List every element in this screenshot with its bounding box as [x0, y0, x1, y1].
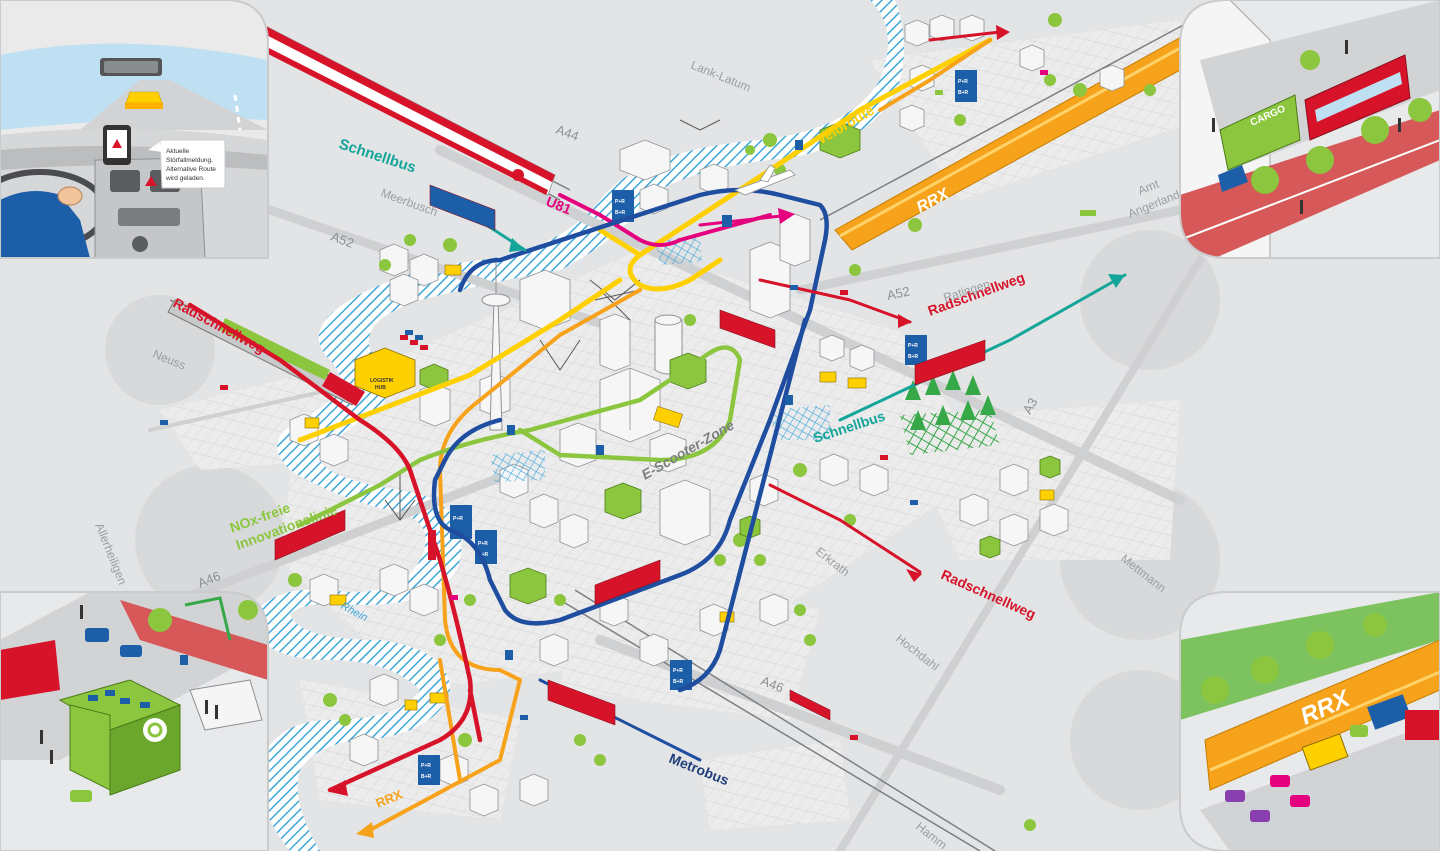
station-icons [428, 140, 803, 660]
park-ride-hubs: P+R B+R P+R B+R P+R B+R P+R P+R B+R P+R … [418, 70, 977, 785]
route-lines [187, 30, 1127, 832]
inset-car-dashboard: Aktuelle Störfallmeldung. Alternative Ro… [0, 0, 269, 259]
green-nox-route [297, 345, 743, 528]
popup-line-2: Störfallmeldung. [166, 157, 213, 164]
a44-label: A44 [554, 122, 581, 144]
pedestrians-bl [40, 605, 218, 764]
highway-labels: A44 A52 A52 A46 A46 A3 [196, 122, 1041, 696]
cars [160, 70, 1096, 740]
bus-inset-bl [0, 640, 60, 700]
pr-hub-center-pr2: P+R [478, 541, 488, 547]
pr-hub-top-br: B+R [615, 210, 626, 216]
highways [148, 145, 1204, 851]
logistik-hub: LOGISTIK HUB [354, 330, 428, 399]
a52-left-label: A52 [329, 229, 356, 251]
bridges [384, 119, 721, 521]
pr-hub-southwest-br: B+R [421, 774, 432, 780]
yellow-car-ahead [125, 91, 163, 109]
pr-hub-south-pr: P+R [673, 668, 683, 674]
pr-hub-top: P+R B+R [612, 190, 634, 222]
pr-hub-north: P+R B+R [955, 70, 977, 102]
a52-right-label: A52 [886, 283, 912, 302]
pedestrians-tr [1212, 40, 1401, 214]
underground-entrance [180, 655, 263, 731]
mobility-stations [419, 121, 1061, 605]
pr-hub-southwest: P+R B+R [418, 755, 440, 785]
red-bus-inset [1304, 54, 1411, 141]
logistik-label-2: HUB [375, 385, 386, 391]
buses [274, 184, 986, 726]
route-arrows [330, 25, 1125, 838]
cars-br [1225, 694, 1440, 822]
trees [288, 13, 1156, 831]
magenta-u81-route [558, 193, 772, 247]
pr-hub-center-br2: B+R [478, 552, 489, 558]
pr-hub-top-pr: P+R [615, 199, 625, 205]
pr-hub-south: P+R B+R [670, 660, 692, 690]
a3-label: A3 [1020, 395, 1041, 416]
pr-hub-center-pr: P+R [453, 516, 463, 522]
blue-metrobus-route [431, 187, 829, 693]
regional-train-top [204, 0, 556, 196]
mobility-hub-building [58, 679, 182, 796]
yellow-route [297, 37, 993, 443]
red-route [187, 302, 483, 793]
cargo-truck: CARGO [1219, 94, 1301, 171]
pr-hub-east-pr: P+R [908, 343, 918, 349]
pr-hub-south-br: B+R [673, 679, 684, 685]
phone-device [103, 125, 131, 165]
tv-tower [481, 260, 511, 431]
pr-hub-north-pr: P+R [958, 79, 968, 85]
pr-hub-east-br: B+R [908, 354, 919, 360]
inset-mobility-station [0, 591, 269, 851]
rrx-train-inset: RRX [1204, 639, 1440, 791]
popup-line-4: wird geladen. [165, 175, 205, 182]
pr-hub-north-br: B+R [958, 90, 969, 96]
pr-hub-east: P+R B+R [905, 335, 927, 365]
inset-rrx-corridor: RRX [1179, 591, 1440, 851]
inset-cargo-street: CARGO [1179, 0, 1440, 259]
forest [900, 370, 1000, 455]
popup-line-1: Aktuelle [166, 148, 190, 155]
driver-arm [0, 186, 90, 258]
airplane-icon [733, 164, 796, 196]
orange-rrx-route [368, 38, 992, 832]
logistik-label-1: LOGISTIK [370, 378, 394, 384]
buildings [289, 14, 1125, 817]
route-alert-popup: Aktuelle Störfallmeldung. Alternative Ro… [148, 139, 226, 189]
pr-hub-southwest-pr: P+R [421, 763, 431, 769]
popup-line-3: Alternative Route [166, 166, 216, 173]
